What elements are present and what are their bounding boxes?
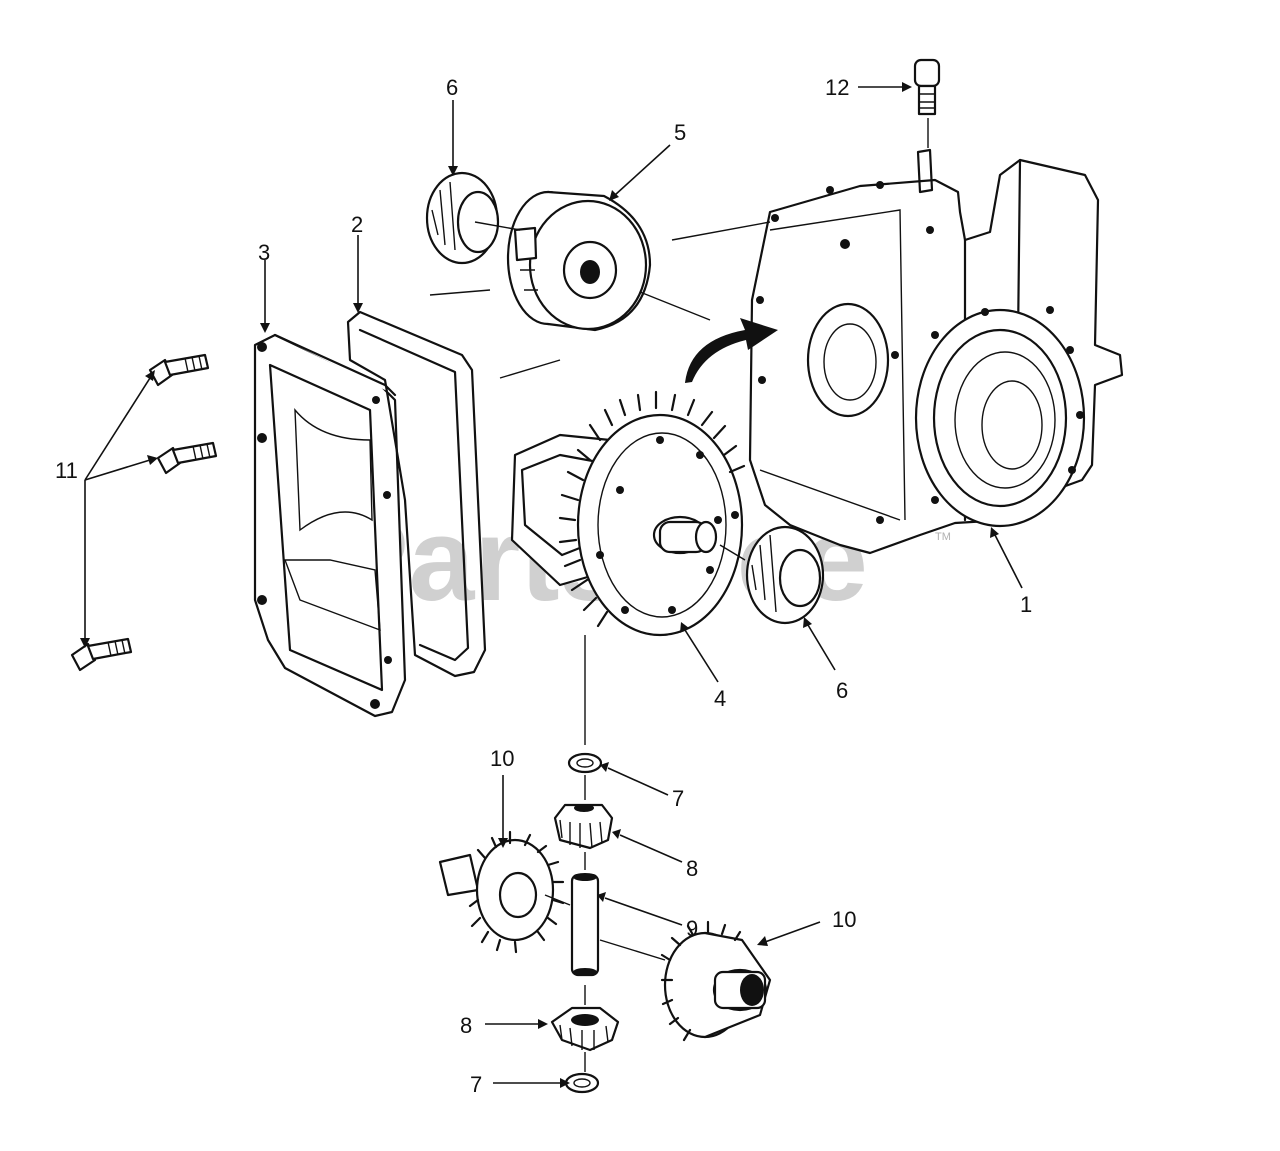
assembly-direction-arrow bbox=[685, 318, 778, 383]
snap-ring-top[interactable] bbox=[567, 752, 603, 774]
callout-6-right: 6 bbox=[836, 678, 848, 703]
pinion-gear-top[interactable] bbox=[553, 803, 614, 850]
bearing-top[interactable] bbox=[425, 171, 500, 265]
bolt-middle[interactable] bbox=[156, 441, 218, 475]
cross-shaft[interactable] bbox=[570, 873, 600, 977]
callout-7-bottom: 7 bbox=[470, 1072, 482, 1097]
callout-6-top: 6 bbox=[446, 75, 458, 100]
leader-lines bbox=[80, 82, 1023, 1088]
side-cover[interactable] bbox=[253, 333, 407, 718]
bearing-right[interactable] bbox=[745, 525, 825, 625]
callout-8-bottom: 8 bbox=[460, 1013, 472, 1038]
clutch-drum[interactable] bbox=[506, 190, 652, 332]
watermark-trademark: TM bbox=[935, 531, 951, 543]
callout-9: 9 bbox=[686, 916, 698, 941]
callout-labels: 12 6 5 2 3 11 1 4 6 10 7 8 9 10 8 7 bbox=[55, 75, 1032, 1097]
callout-7-top: 7 bbox=[672, 786, 684, 811]
callout-3: 3 bbox=[258, 240, 270, 265]
alignment-lines bbox=[429, 118, 929, 1072]
gasket[interactable] bbox=[346, 310, 487, 678]
pinion-gear-bottom[interactable] bbox=[550, 1006, 620, 1052]
bolt-bottom[interactable] bbox=[70, 637, 133, 672]
callout-4: 4 bbox=[714, 686, 726, 711]
ring-gear[interactable] bbox=[510, 390, 746, 637]
side-gear-left[interactable] bbox=[438, 830, 565, 954]
callout-12: 12 bbox=[825, 75, 849, 100]
transmission-housing[interactable] bbox=[748, 148, 1124, 555]
callout-11: 11 bbox=[55, 458, 78, 483]
callout-8-top: 8 bbox=[686, 856, 698, 881]
callout-10-left: 10 bbox=[490, 746, 514, 771]
callout-2: 2 bbox=[351, 212, 363, 237]
snap-ring-bottom[interactable] bbox=[564, 1072, 600, 1094]
bolt-top[interactable] bbox=[148, 353, 210, 387]
callout-1: 1 bbox=[1020, 592, 1032, 617]
side-gear-right[interactable] bbox=[660, 920, 772, 1042]
callout-5: 5 bbox=[674, 120, 686, 145]
callout-10-right: 10 bbox=[832, 907, 856, 932]
vent-plug[interactable] bbox=[913, 58, 941, 116]
